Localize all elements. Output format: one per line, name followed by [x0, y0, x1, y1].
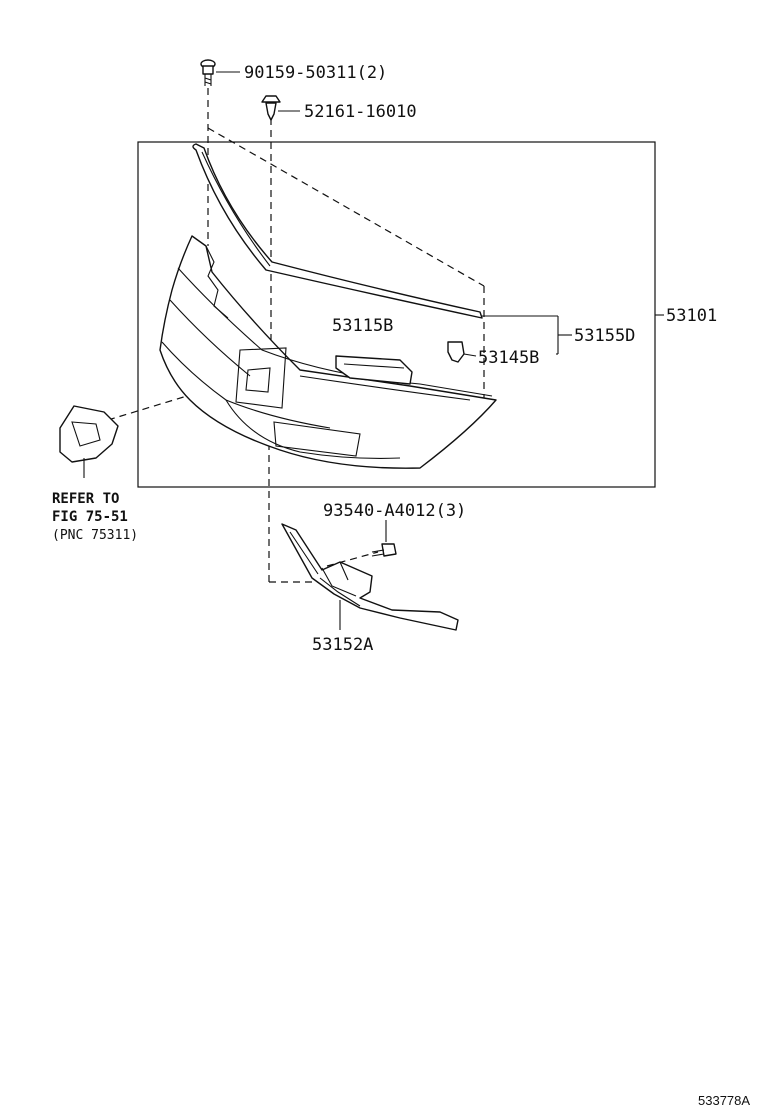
- label-screw: 93540-A4012(3): [323, 501, 466, 521]
- lower-bracket-53152a: [281, 523, 459, 631]
- grille-body: [159, 235, 497, 469]
- emblem-icon: [59, 405, 119, 478]
- ref-line-3: (PNC 75311): [52, 528, 138, 543]
- molding-strip: [192, 143, 483, 319]
- retainer-53145b: [447, 341, 465, 363]
- retainer-leader: [463, 353, 477, 357]
- label-lower-bracket: 53152A: [312, 635, 373, 655]
- label-clip: 52161-16010: [304, 102, 417, 122]
- label-grille-assy: 53101: [666, 306, 717, 326]
- illustration-id: 533778A: [698, 1093, 750, 1108]
- label-molding: 53155D: [574, 326, 635, 346]
- label-bolt: 90159-50311(2): [244, 63, 387, 83]
- ref-line-1: REFER TO: [52, 491, 119, 507]
- molding-leader: [482, 315, 572, 355]
- bolt-icon: [200, 59, 216, 86]
- screw-icon: [371, 543, 397, 557]
- bracket-53115b: [335, 355, 413, 385]
- label-bracket: 53115B: [332, 316, 393, 336]
- clip-icon: [261, 95, 281, 121]
- label-retainer: 53145B: [478, 348, 539, 368]
- ref-line-2: FIG 75-51: [52, 509, 128, 525]
